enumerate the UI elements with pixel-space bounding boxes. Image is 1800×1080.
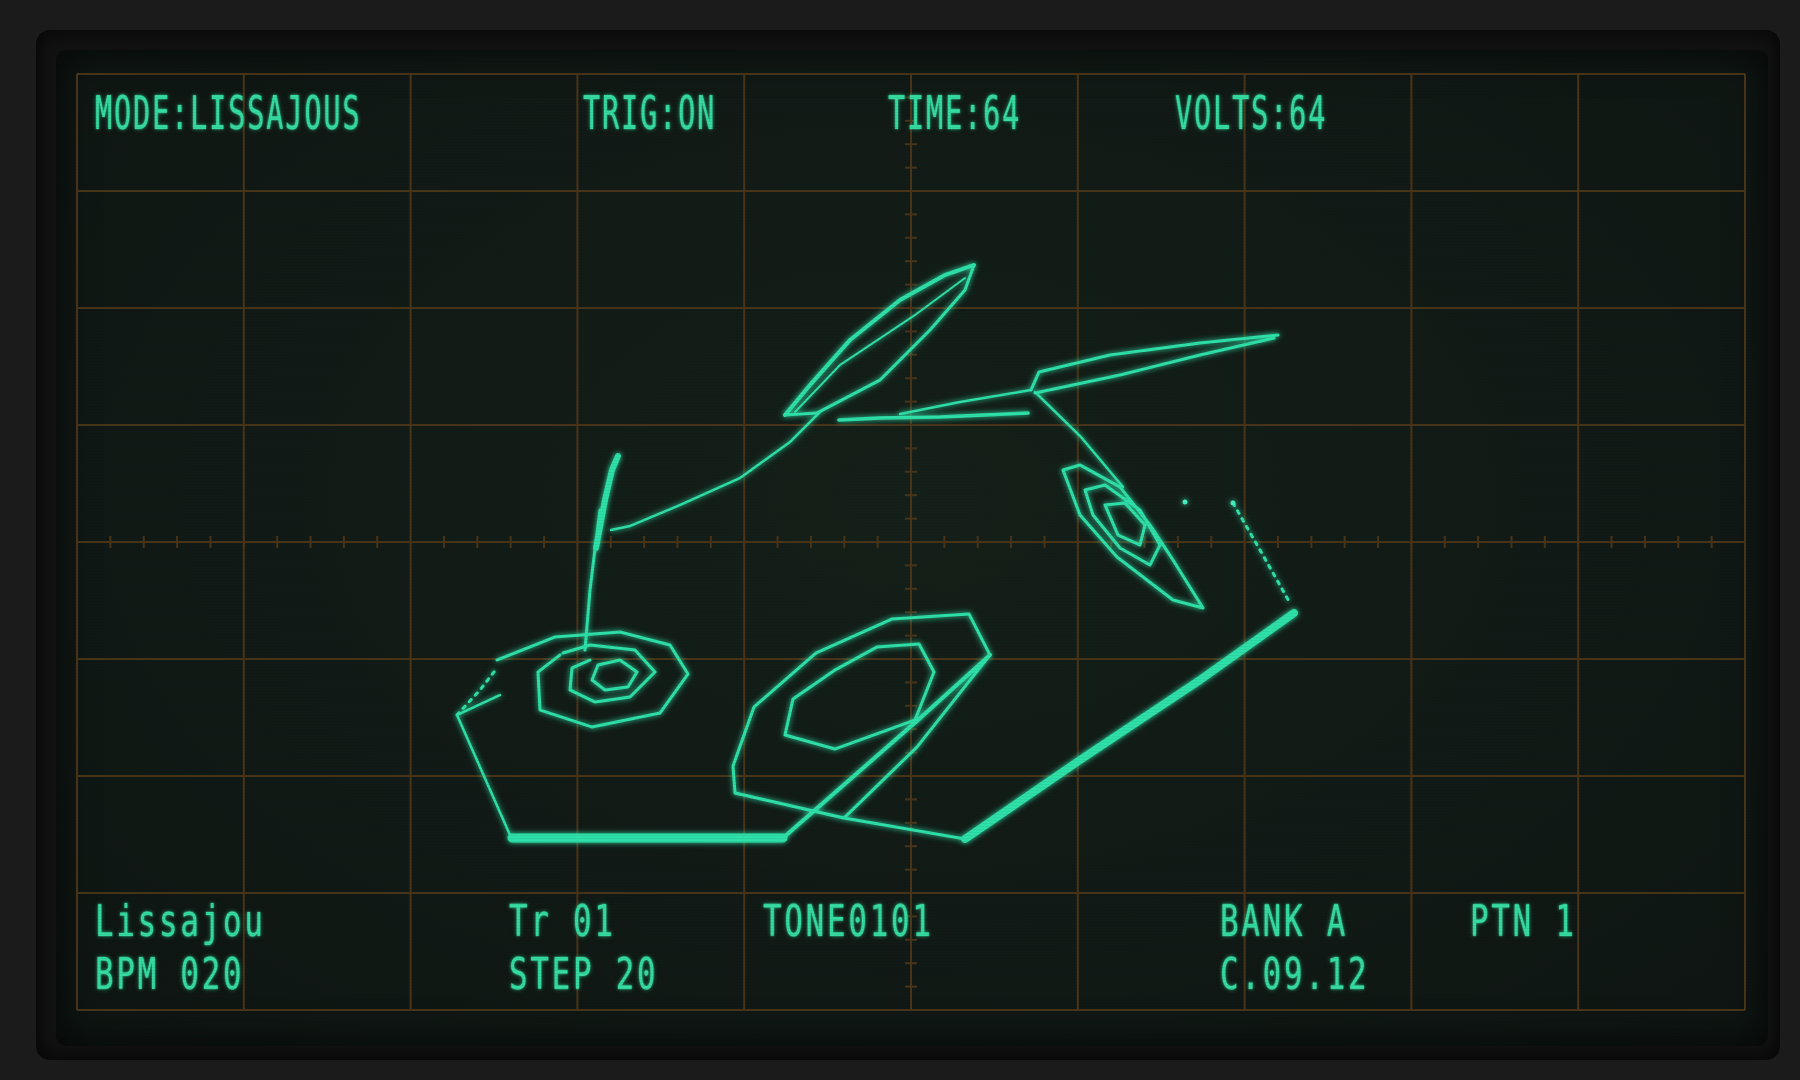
crt-screen bbox=[56, 50, 1768, 1046]
track-readout: Tr 01 bbox=[509, 896, 616, 947]
pattern-readout: PTN 1 bbox=[1470, 896, 1577, 947]
bpm-readout: BPM 020 bbox=[95, 949, 245, 1000]
mode-readout: MODE:LISSAJOUS bbox=[95, 86, 362, 140]
tone-readout: TONE0101 bbox=[763, 896, 934, 947]
version-readout: C.09.12 bbox=[1220, 949, 1370, 1000]
step-readout: STEP 20 bbox=[509, 949, 659, 1000]
preset-name: Lissajou bbox=[95, 896, 266, 947]
bank-readout: BANK A bbox=[1220, 896, 1349, 947]
volts-readout: VOLTS:64 bbox=[1175, 86, 1328, 140]
time-readout: TIME:64 bbox=[888, 86, 1022, 140]
trigger-readout: TRIG:ON bbox=[583, 86, 717, 140]
